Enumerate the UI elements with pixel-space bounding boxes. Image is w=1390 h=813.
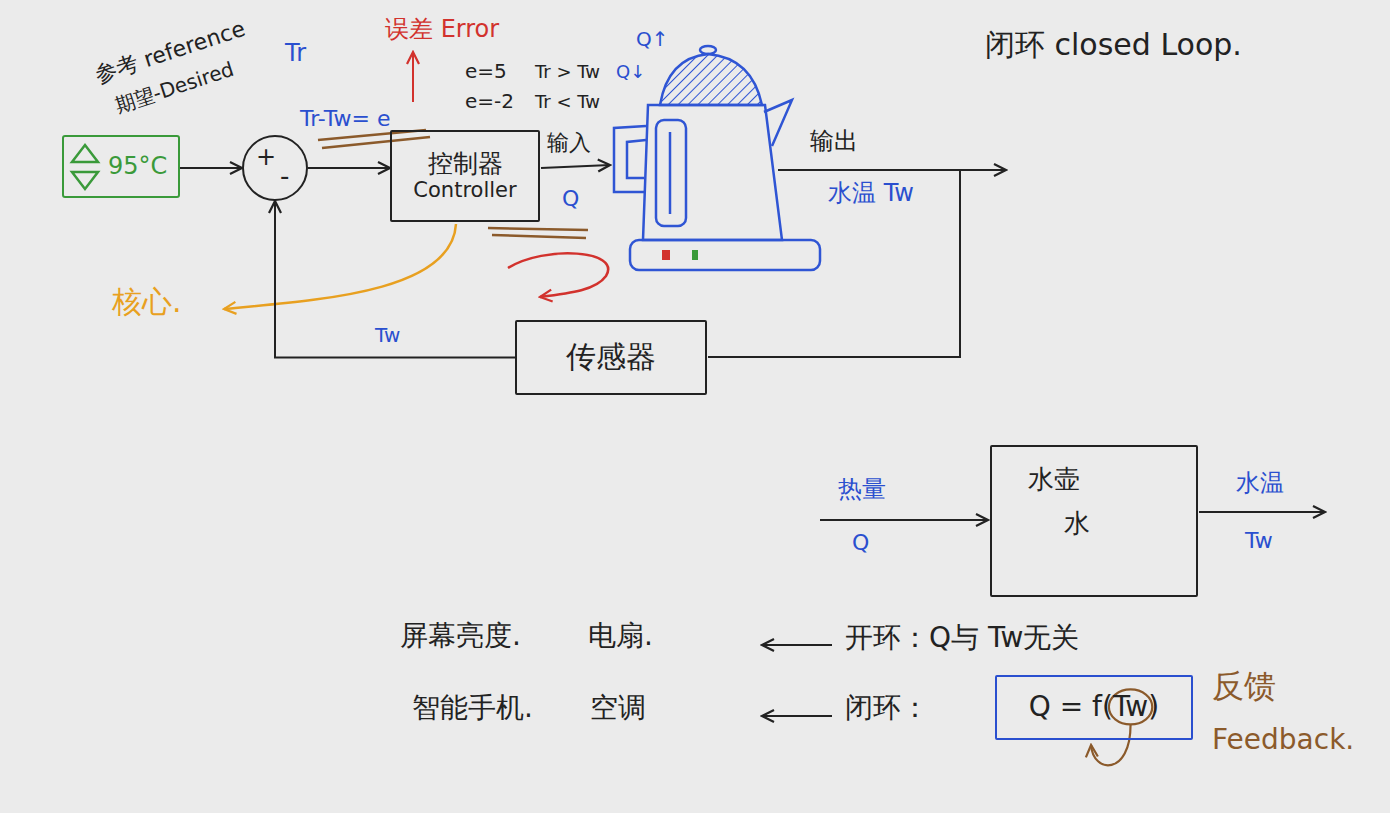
display-box: 95°C [62,135,180,198]
red-led [662,250,670,260]
annotation-label: 反馈 [1212,668,1276,705]
node-text: 水壶 [1028,465,1080,495]
annotation-label: 智能手机. [412,692,533,724]
annotation-label: 水温 [1236,470,1284,498]
annotation-label: 屏幕亮度. [400,620,521,652]
kettle-drawing [614,46,820,270]
heat-arrow [820,519,988,521]
node-text: + [256,145,276,169]
connector [275,201,515,358]
closed-loop-arrow [762,715,832,717]
annotation-label: Tr > Tw [535,62,600,83]
feedback-wire [708,170,960,357]
formula-box: Q = f(Tw) [995,675,1193,740]
annotation-label: 误差 Error [385,16,499,44]
green-led [692,250,698,260]
annotation-label: 水温 Tw [828,180,914,208]
updown-symbol [72,145,98,189]
loop-arrow [508,253,608,297]
annotation-label: Tr < Tw [535,92,600,113]
annotation-label: Q↑ [636,28,669,51]
annotation-label: 输出 [810,128,858,156]
open-loop-arrow [762,644,832,646]
connector-label: Tw [375,324,400,347]
annotation-label: 核心. [112,285,182,320]
summing-junction: +- [242,135,308,201]
annotation-label: Q [852,530,869,555]
connector [308,167,390,169]
annotation-label: Tr [285,40,306,68]
connector-label: Tr-Tw= e [300,106,391,131]
annotation-label: e=5 [465,60,507,83]
annotation-label: Q [562,186,579,211]
node-text: 传感器 [566,340,656,375]
node-text: - [280,163,289,189]
kettle-block: 水壶水 [990,445,1198,597]
node-text: Q = f(Tw) [1029,691,1159,723]
node-text: 控制器 [428,150,503,179]
annotation-label: 热量 [838,476,886,504]
temp-arrow [1199,511,1325,513]
annotation-label: Feedback. [1212,724,1354,756]
annotation-label: e=-2 [465,90,514,113]
annotation-label: 空调 [590,692,646,724]
sensor-box: 传感器 [515,320,707,395]
annotation-label: Tw [1245,528,1273,553]
node-text: 95°C [108,153,167,181]
output-arrow [778,169,1006,171]
input-arrow [541,165,610,168]
node-text: Controller [413,178,516,202]
annotation-label: 闭环： [845,692,929,724]
controller-box: 控制器Controller [390,130,540,222]
error-pointer [412,52,414,102]
annotation-label: 输入 [547,130,591,155]
annotation-label: 闭环 closed Loop. [985,28,1242,63]
connector [180,167,242,169]
feedback-curve [1091,724,1131,765]
annotation-label: Q↓ [616,62,645,83]
annotation-label: 电扇. [588,620,653,652]
annotation-label: 开环：Q与 Tw无关 [845,622,1079,654]
core-pointer [224,224,456,309]
node-text: 水 [1064,509,1090,539]
